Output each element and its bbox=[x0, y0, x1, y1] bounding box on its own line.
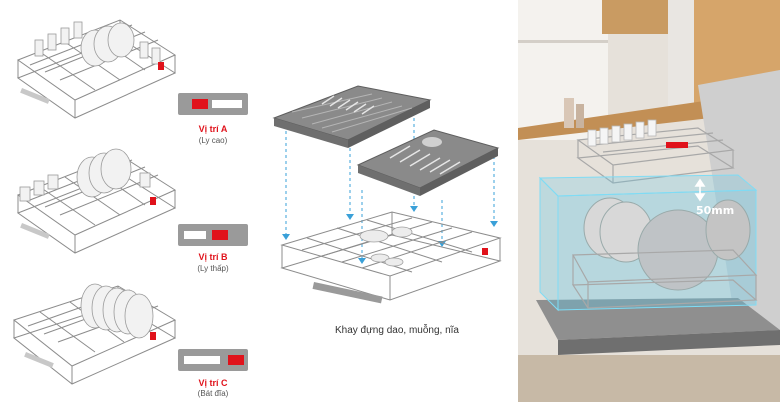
rack-image-a bbox=[16, 19, 177, 119]
position-a-title: Vị trí A bbox=[198, 124, 228, 134]
dishwasher-scene bbox=[518, 0, 780, 402]
position-indicator-c bbox=[178, 349, 248, 371]
indicator-marker-c bbox=[228, 355, 244, 365]
upper-rack bbox=[576, 127, 735, 184]
position-indicator-a bbox=[178, 93, 248, 115]
lower-dish-rack bbox=[280, 211, 502, 304]
position-c-title: Vị trí C bbox=[198, 378, 228, 388]
indicator-slot-c bbox=[184, 356, 220, 364]
indicator-marker-a bbox=[192, 99, 208, 109]
position-a-subtitle: (Ly cao) bbox=[198, 136, 228, 145]
position-b-title: Vị trí B bbox=[198, 252, 228, 262]
guide-arrows bbox=[282, 206, 498, 264]
indicator-slot-b bbox=[184, 231, 206, 239]
rack-adjuster bbox=[666, 142, 688, 148]
cutlery-tray-panel: Khay đựng dao, muỗng, nĩa bbox=[262, 0, 518, 402]
dishwasher-door bbox=[536, 298, 780, 340]
cutlery-tray-illustration bbox=[272, 85, 502, 304]
lower-rack bbox=[571, 249, 758, 309]
position-indicator-b bbox=[178, 224, 248, 246]
indicator-marker-b bbox=[212, 230, 228, 240]
lower-cutlery-tray bbox=[356, 129, 500, 196]
rack-positions-panel: Vị trí A (Ly cao) Vị trí B (Ly thấp) bbox=[0, 0, 262, 402]
guide-lines bbox=[285, 118, 495, 262]
rack-image-c bbox=[12, 283, 177, 385]
dishwasher-photo-panel: 50mm bbox=[518, 0, 780, 402]
cutlery-caption: Khay đựng dao, muỗng, nĩa bbox=[334, 325, 459, 336]
rack-image-b bbox=[16, 148, 177, 254]
clearance-arrow bbox=[694, 178, 706, 202]
clearance-label: 50mm bbox=[696, 204, 735, 217]
upper-cutlery-tray bbox=[272, 85, 432, 148]
position-b-subtitle: (Ly thấp) bbox=[197, 264, 229, 273]
position-c-subtitle: (Bát đĩa) bbox=[197, 389, 229, 398]
floor bbox=[518, 355, 780, 402]
indicator-slot-a bbox=[212, 100, 242, 108]
